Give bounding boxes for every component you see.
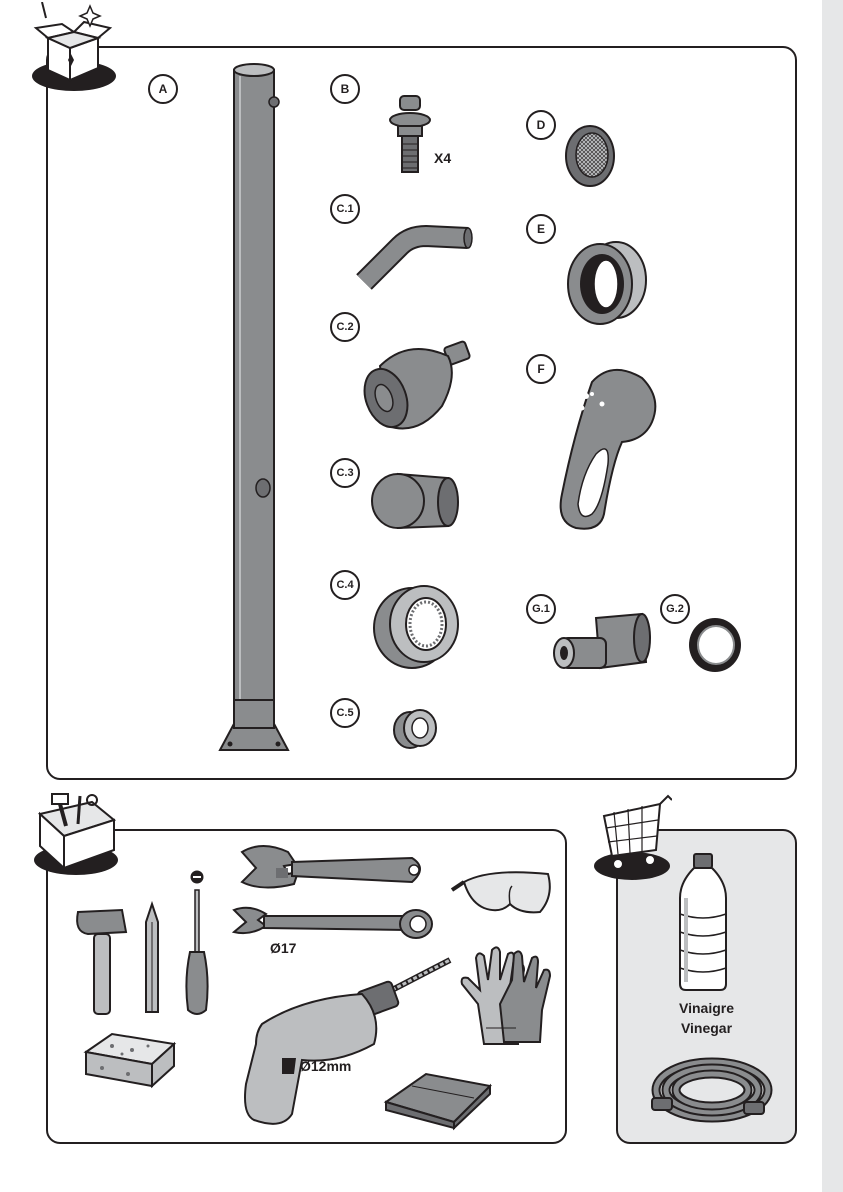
minus-icon	[190, 870, 204, 884]
bolt-quantity: X4	[434, 150, 451, 166]
part-c4-badge: C.4	[330, 570, 360, 600]
filter-washer-illustration	[564, 124, 616, 188]
part-c5-badge: C.5	[330, 698, 360, 728]
spanner-illustration	[230, 904, 434, 944]
mixer-handle-illustration	[552, 364, 662, 534]
vinegar-label-en: Vinegar	[616, 1020, 797, 1036]
work-gloves-illustration	[456, 944, 558, 1050]
part-d-badge: D	[526, 110, 556, 140]
bolt-illustration	[388, 96, 434, 176]
hose-connector-illustration	[552, 608, 652, 682]
vinegar-bottle-illustration	[676, 852, 730, 992]
safety-glasses-illustration	[450, 856, 556, 918]
part-b-badge: B	[330, 74, 360, 104]
adapter-sleeve-illustration	[560, 238, 650, 326]
part-a-badge: A	[148, 74, 178, 104]
page-edge-strip	[822, 0, 843, 1192]
end-cap-illustration	[368, 470, 464, 532]
toolbox-icon	[18, 784, 122, 880]
threaded-nut-illustration	[368, 580, 464, 672]
screwdriver-illustration	[180, 890, 214, 1018]
shopping-cart-icon	[590, 792, 672, 886]
part-c3-badge: C.3	[330, 458, 360, 488]
cloth-illustration	[382, 1066, 494, 1132]
sponge-illustration	[82, 1030, 178, 1090]
elbow-pipe-illustration	[350, 226, 476, 290]
open-box-icon	[18, 2, 118, 94]
vinegar-label-fr: Vinaigre	[616, 1000, 797, 1016]
washer-ring-illustration	[686, 616, 744, 674]
garden-hose-illustration	[648, 1054, 774, 1126]
small-ring-illustration	[392, 708, 440, 750]
pencil-illustration	[144, 904, 160, 1016]
part-e-badge: E	[526, 214, 556, 244]
adjustable-wrench-illustration	[232, 842, 432, 894]
part-c2-badge: C.2	[330, 312, 360, 342]
shower-head-illustration	[358, 336, 476, 436]
hammer-illustration	[72, 906, 132, 1018]
drill-bit-size-label: Ø12mm	[300, 1058, 351, 1074]
part-c1-badge: C.1	[330, 194, 360, 224]
shower-column-illustration	[218, 60, 294, 766]
